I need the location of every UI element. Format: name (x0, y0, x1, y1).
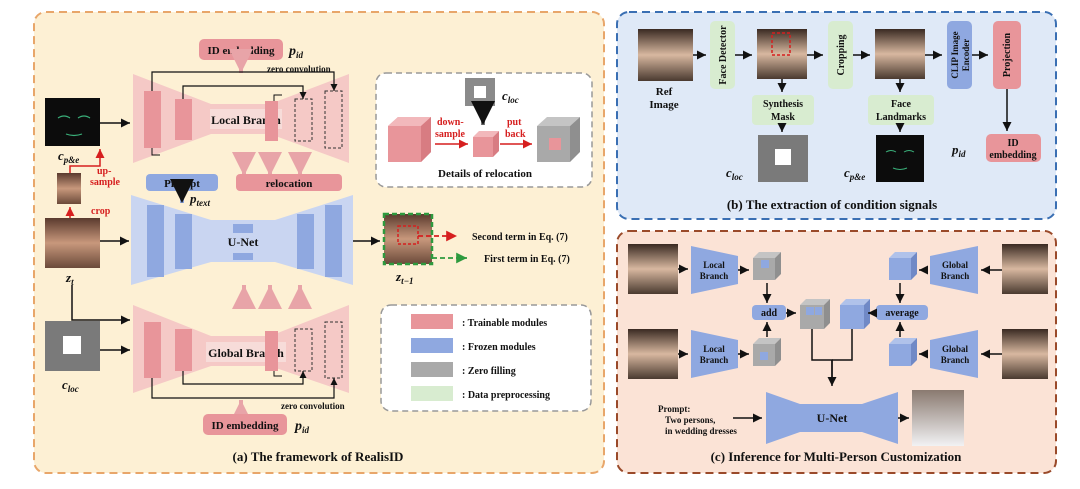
upsample-label: up-sample (90, 166, 121, 188)
legend-swatch-trainable (411, 314, 453, 329)
prompt-label: Prompt (164, 178, 200, 190)
clip-encoder-box (947, 21, 972, 89)
local-branch-label: Local Branch (211, 113, 281, 127)
cropped-face-image (57, 173, 81, 204)
panel-b-caption: (b) The extraction of condition signals (727, 197, 937, 212)
reloc-caption: Details of relocation (438, 168, 532, 180)
cropping-label: Cropping (836, 35, 847, 76)
c-pe-b-image (876, 135, 924, 182)
panel-a-caption: (a) The framework of RealisID (233, 449, 404, 464)
panel-c-caption: (c) Inference for Multi-Person Customiza… (711, 449, 963, 464)
projection-label: Projection (1002, 32, 1013, 77)
global-branch-c2 (930, 330, 978, 378)
ref-image (638, 29, 693, 81)
second-term-label: Second term in Eq. (7) (472, 232, 568, 243)
legend-swatch-frozen (411, 338, 453, 353)
legend: : Trainable modules : Frozen modules : Z… (380, 304, 592, 412)
id-embedding-b-box (986, 134, 1041, 162)
input-face-2 (628, 329, 678, 379)
relocation-box (236, 174, 342, 191)
add-label: add (761, 308, 778, 319)
input-face-4 (1002, 329, 1048, 379)
input-face-3 (1002, 244, 1048, 294)
local-branch-label-box (210, 109, 282, 129)
legend-swatch-zero (411, 362, 453, 377)
legend-swatch-preprocess (411, 386, 453, 401)
legend-label-zero: : Zero filling (462, 366, 516, 377)
output-wedding-image (912, 390, 964, 446)
id-embedding-bottom-box (203, 414, 287, 435)
crop-label: crop (91, 206, 111, 217)
id-embedding-bottom-label: ID embedding (212, 420, 279, 432)
average-label: average (885, 308, 919, 319)
legend-label-preprocess: : Data preprocessing (462, 390, 550, 401)
c-pe-image (45, 98, 100, 146)
unet-c-label: U-Net (817, 411, 848, 425)
reloc-downsample-label: down-sample (435, 117, 466, 140)
face-landmarks-box (868, 95, 934, 125)
local-branch-c2 (691, 330, 738, 378)
average-box (876, 305, 928, 320)
clip-encoder-label: CLIP ImageEncoder (950, 31, 971, 78)
add-box (752, 305, 786, 320)
global-branch-c1 (930, 246, 978, 294)
relocation-label: relocation (266, 178, 313, 190)
local-branch-c1 (691, 246, 738, 294)
z-t-label: zt (65, 270, 74, 287)
projection-box (993, 21, 1021, 89)
detected-face-image (757, 29, 807, 79)
panel-a: ID embedding pid zero convolution Local … (33, 11, 605, 474)
unet-label: U-Net (228, 235, 259, 249)
face-detector-box (710, 21, 735, 89)
zero-conv-top: zero convolution (267, 64, 331, 74)
legend-label-frozen: : Frozen modules (462, 342, 536, 353)
z-t-image (45, 218, 100, 268)
cropped-ref-image (875, 29, 925, 79)
z-t-minus-1-image (382, 212, 434, 266)
synthesis-mask-box (752, 95, 814, 125)
legend-label-trainable: : Trainable modules (462, 318, 547, 329)
face-detector-label: Face Detector (718, 25, 729, 85)
id-embedding-top-label: ID embedding (208, 45, 275, 57)
first-term-label: First term in Eq. (7) (484, 254, 570, 265)
input-face-1 (628, 244, 678, 294)
cropping-box (828, 21, 853, 89)
prompt-c-label: Prompt:Two persons,in wedding dresses (658, 404, 737, 436)
zero-conv-bottom: zero convolution (281, 401, 345, 411)
unet-c (766, 392, 898, 444)
